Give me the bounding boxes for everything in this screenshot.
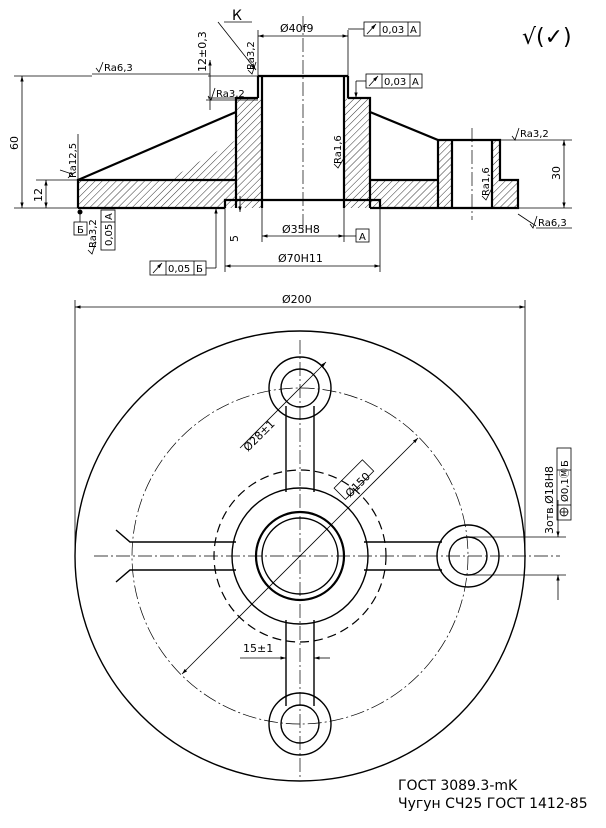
- tol-runout-bottom-value: 0,05: [168, 264, 190, 275]
- datum-a-text: А: [359, 232, 366, 243]
- rough-ra16-hole: Ra1,6: [481, 167, 493, 201]
- rough-ra63-right-text: Ra6,3: [538, 218, 567, 229]
- section-hatch: [78, 98, 518, 208]
- dim-d40f9-text: Ø40f9: [280, 22, 314, 35]
- rough-ra32-top-text: Ra3,2: [246, 41, 257, 70]
- tol-position-holes-value: Ø0,1Ⓜ: [559, 468, 571, 502]
- dim-d70h11-text: Ø70H11: [278, 252, 323, 265]
- rough-ra16-bore-text: Ra1,6: [333, 135, 344, 164]
- dim-h30: 30: [518, 139, 572, 209]
- tol-perp-left-value: 0,05: [104, 224, 115, 246]
- dim-w15: 15±1: [240, 640, 330, 664]
- tol-runout-bottom: 0,05 Б: [149, 208, 218, 276]
- tol-perp-left: 0,05 А Ra3,2: [87, 209, 116, 255]
- rough-ra32-right-text: Ra3,2: [520, 129, 549, 140]
- tol-position-holes-datum: Б: [560, 460, 571, 467]
- rough-ra63-top-text: Ra6,3: [104, 63, 133, 74]
- tol-runout-top: 0,03 А: [348, 21, 421, 37]
- dim-d35h8: Ø35H8 А: [261, 208, 370, 243]
- dim-w15-text: 15±1: [243, 642, 273, 655]
- tol-runout-mid-value: 0,03: [384, 77, 406, 88]
- dim-d200: Ø200: [74, 293, 526, 556]
- dim-d70h11: Ø70H11: [224, 208, 381, 272]
- section-view: Ø40f9 0,03 А К 12±0,3 Ra3,2: [8, 8, 572, 276]
- holes-callout: 3отв.Ø18H8 Ø0,1Ⓜ Б: [468, 447, 572, 600]
- rough-ra63-top: Ra6,3: [92, 61, 210, 75]
- datum-b-text: Б: [77, 225, 84, 236]
- notes-block: ГОСТ 3089.3-mK Чугун СЧ25 ГОСТ 1412-85: [398, 778, 588, 812]
- rough-ra16-hole-text: Ra1,6: [481, 167, 492, 196]
- dim-h5: 5: [224, 196, 242, 246]
- note-standard: ГОСТ 3089.3-mK: [398, 778, 518, 794]
- view-mark-k: К: [217, 8, 257, 71]
- view-mark-k-text: К: [232, 8, 242, 24]
- rough-ra125: Ra12,5: [59, 134, 79, 180]
- rough-ra32-top: Ra3,2: [246, 41, 257, 75]
- dim-h30-text: 30: [550, 166, 563, 180]
- holes-callout-text: 3отв.Ø18H8: [543, 466, 556, 534]
- datum-b-mark: Б: [73, 209, 88, 236]
- rough-ra125-text: Ra12,5: [68, 143, 79, 178]
- dim-h60-text: 60: [8, 136, 21, 150]
- rough-ra32-right: Ra3,2: [500, 127, 552, 141]
- tol-runout-bottom-datum: Б: [196, 264, 203, 275]
- tol-runout-top-value: 0,03: [382, 25, 404, 36]
- rough-ra32-bottom-text: Ra3,2: [88, 219, 99, 248]
- dim-h60: 60: [8, 75, 92, 209]
- tol-runout-mid-datum: А: [412, 77, 419, 88]
- tol-runout-top-datum: А: [410, 25, 417, 36]
- dim-d28: Ø28±1: [239, 361, 327, 454]
- rough-ra32-mid: Ra3,2: [206, 87, 258, 101]
- note-material: Чугун СЧ25 ГОСТ 1412-85: [398, 796, 588, 812]
- plan-view: Ø200: [74, 293, 572, 782]
- dim-d40f9: Ø40f9: [257, 22, 349, 76]
- dim-d200-text: Ø200: [282, 293, 312, 306]
- tol-runout-mid: 0,03 А: [354, 73, 423, 98]
- tol-perp-left-datum: А: [104, 213, 115, 220]
- rough-ra63-right: Ra6,3: [517, 213, 572, 229]
- dim-h5-text: 5: [228, 235, 241, 242]
- dim-d28-text: Ø28±1: [241, 417, 278, 454]
- dim-h12: 12±0,3: [196, 31, 258, 110]
- dim-h12-text: 12±0,3: [196, 31, 209, 72]
- rough-ra32-mid-text: Ra3,2: [216, 89, 245, 100]
- dim-h12-left: 12: [32, 179, 78, 208]
- roughness-general-symbol: √(✓): [522, 25, 572, 50]
- dim-d35h8-text: Ø35H8: [282, 223, 320, 236]
- rough-ra16-bore: Ra1,6: [333, 135, 345, 169]
- dim-h12-left-text: 12: [32, 188, 45, 202]
